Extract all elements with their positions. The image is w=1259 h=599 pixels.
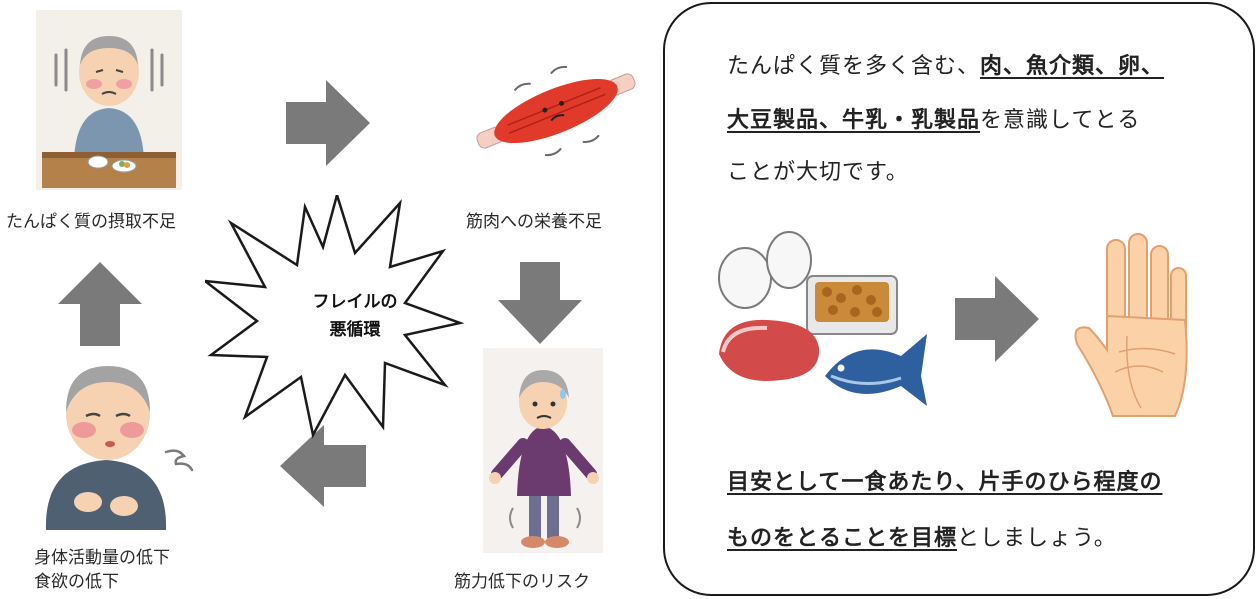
tired-elderly-man-icon [36, 352, 196, 537]
panel-goal-line1: 目安として一食あたり、片手のひら程度の [727, 470, 1163, 495]
arrow-down-icon [498, 262, 582, 344]
palm-hand-icon [1067, 232, 1197, 418]
vicious-cycle-burst [205, 195, 465, 440]
burst-title-line2: 悪循環 [329, 320, 381, 340]
protein-foods-icon [715, 226, 933, 411]
info-panel: たんぱく質を多く含む、肉、魚介類、卵、 大豆製品、牛乳・乳製品を意識してとる こ… [663, 2, 1255, 596]
panel-arrow-right-icon [955, 276, 1039, 362]
node-caption-muscle: 筋肉への栄養不足 [466, 212, 602, 232]
burst-title: フレイルの 悪循環 [255, 288, 455, 344]
panel-intro-line2: 大豆製品、牛乳・乳製品を意識してとる [727, 108, 1141, 133]
muscle-icon [466, 56, 646, 166]
arrow-up-icon [58, 262, 142, 346]
panel-intro-line1: たんぱく質を多く含む、肉、魚介類、卵、 [727, 54, 1165, 79]
arrow-left-icon [280, 425, 366, 507]
elderly-woman-falling-icon [483, 348, 603, 553]
node-caption-protein: たんぱく質の摂取不足 [6, 212, 176, 232]
panel-intro-line3: ことが大切です。 [727, 160, 909, 185]
arrow-right-icon [286, 80, 370, 166]
node-caption-weakness: 筋力低下のリスク [454, 572, 590, 592]
elderly-man-eating-icon [36, 10, 182, 190]
panel-goal-line2: ものをとることを目標としましょう。 [727, 526, 1117, 551]
burst-title-line1: フレイルの [312, 292, 398, 312]
node-caption-activity: 身体活動量の低下 食欲の低下 [34, 548, 170, 592]
